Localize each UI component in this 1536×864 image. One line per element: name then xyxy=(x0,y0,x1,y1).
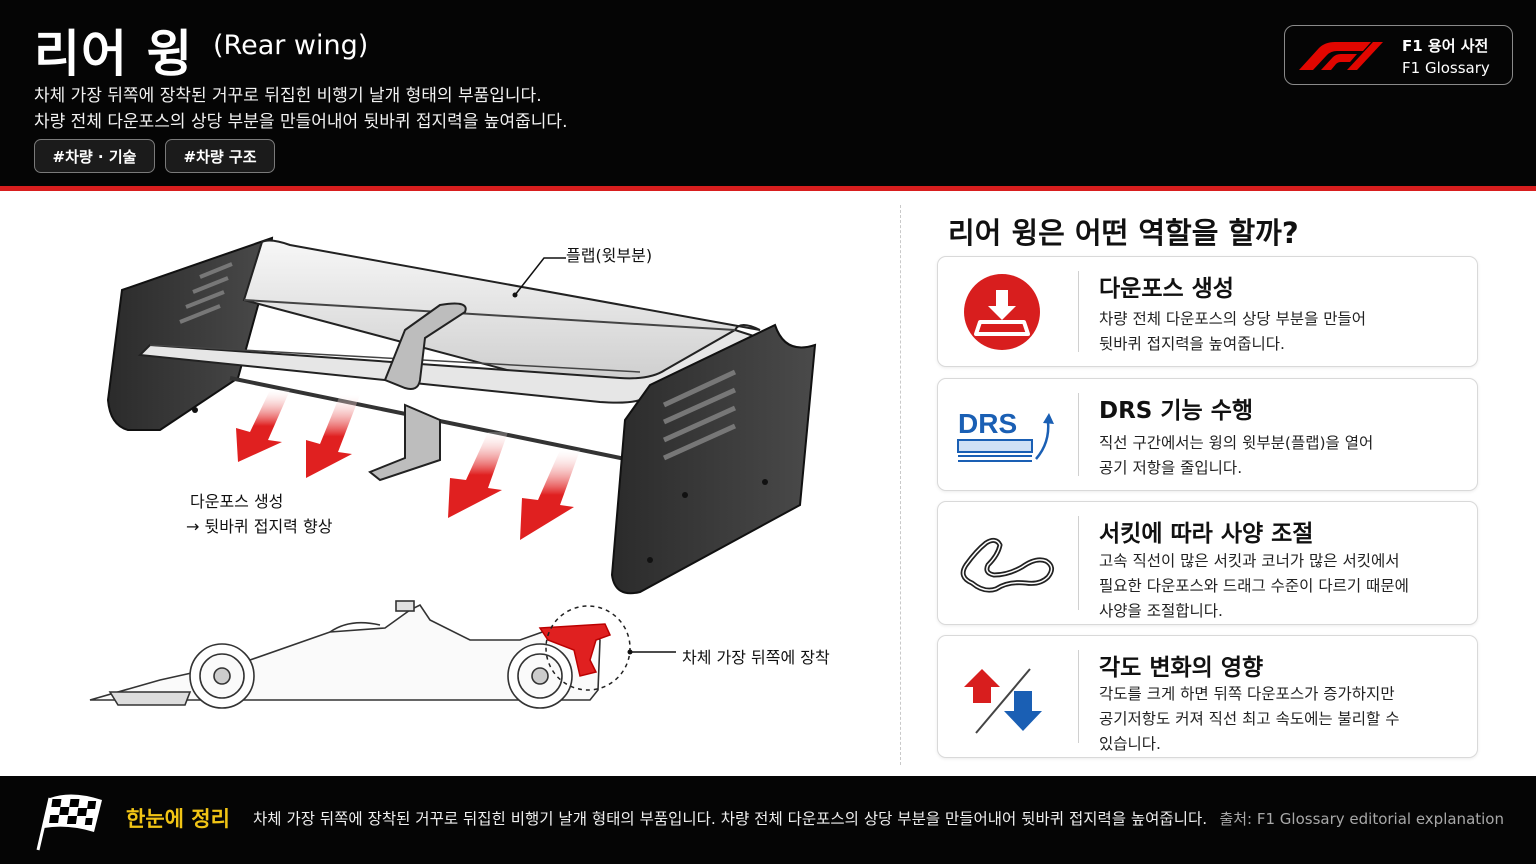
card-text-line: 사양을 조절합니다. xyxy=(1099,602,1223,620)
endplate-bolts xyxy=(192,407,768,563)
card-text-line: 있습니다. xyxy=(1099,735,1161,753)
card-title: DRS 기능 수행 xyxy=(1099,398,1254,424)
description-line-2: 차량 전체 다운포스의 상당 부분을 만들어내어 뒷바퀴 접지력을 높여줍니다. xyxy=(34,112,568,132)
downforce-icon xyxy=(964,273,1040,350)
downforce-arrow-3 xyxy=(448,432,508,518)
role-card-angle-change: 각도 변화의 영향 각도를 크게 하면 뒤쪽 다운포스가 증가하지만 공기저항도… xyxy=(937,635,1478,758)
header-accent-line xyxy=(0,186,1536,191)
flap-leader-line xyxy=(514,257,566,296)
label-mount-position: 차체 가장 뒤쪽에 장착 xyxy=(682,648,830,667)
car-rear-wing-highlight xyxy=(538,623,612,677)
card-text-line: 직선 구간에서는 윙의 윗부분(플랩)을 열어 xyxy=(1099,434,1374,452)
downforce-arrow-1 xyxy=(236,390,290,462)
label-flap: 플랩(윗부분) xyxy=(566,246,653,265)
left-endplate-vents xyxy=(179,262,233,324)
tag-vehicle-structure[interactable]: #차량 구조 xyxy=(165,139,275,173)
f1-car-side-view xyxy=(89,600,601,709)
swan-neck-mount xyxy=(383,302,467,390)
pylon xyxy=(368,403,441,482)
role-card-downforce: 다운포스 생성 차량 전체 다운포스의 상당 부분을 만들어 뒷바퀴 접지력을 … xyxy=(937,256,1478,367)
label-grip-increase: → 뒷바퀴 접지력 향상 xyxy=(186,517,333,536)
circuit-icon xyxy=(960,537,1054,593)
roles-title: 리어 윙은 어떤 역할을 할까? xyxy=(948,216,1299,250)
right-endplate-vents xyxy=(662,369,737,461)
card-text-line: 뒷바퀴 접지력을 높여줍니다. xyxy=(1099,335,1285,353)
checkered-flag-icon xyxy=(36,794,102,851)
role-card-drs: DRS DRS 기능 수행 직선 구간에서는 윙의 윗부분(플랩)을 열어 공기… xyxy=(937,378,1478,491)
highlight-circle xyxy=(545,605,631,691)
downforce-arrow-4 xyxy=(520,450,580,540)
description-line-1: 차체 가장 뒤쪽에 장착된 거꾸로 뒤집힌 비행기 날개 형태의 부품입니다. xyxy=(34,86,542,106)
tag-vehicle-tech[interactable]: #차량 · 기술 xyxy=(34,139,155,173)
drs-icon: DRS xyxy=(957,408,1054,462)
angle-change-icon xyxy=(964,667,1042,734)
drs-icon-text: DRS xyxy=(958,408,1017,439)
f1-logo-icon xyxy=(1299,42,1383,70)
page-title-english: (Rear wing) xyxy=(213,30,369,61)
header-bar: 리어 윙 (Rear wing) 차체 가장 뒤쪽에 장착된 거꾸로 뒤집힌 비… xyxy=(0,0,1536,186)
left-endplate xyxy=(106,236,274,431)
card-text-line: 공기저항도 커져 직선 최고 속도에는 불리할 수 xyxy=(1099,710,1400,728)
card-title: 각도 변화의 영향 xyxy=(1099,655,1264,681)
summary-footer: 한눈에 정리 차체 가장 뒤쪽에 장착된 거꾸로 뒤집힌 비행기 날개 형태의 … xyxy=(0,776,1536,864)
card-text-line: 공기 저항을 줄입니다. xyxy=(1099,459,1243,477)
card-title: 서킷에 따라 사양 조절 xyxy=(1099,521,1314,547)
summary-label: 한눈에 정리 xyxy=(126,807,230,831)
badge-title-korean: F1 용어 사전 xyxy=(1402,37,1489,55)
downforce-arrow-2 xyxy=(306,395,360,478)
card-title: 다운포스 생성 xyxy=(1099,276,1234,302)
role-card-circuit-spec: 서킷에 따라 사양 조절 고속 직선이 많은 서킷과 코너가 많은 서킷에서 필… xyxy=(937,501,1478,625)
card-text-line: 필요한 다운포스와 드래그 수준이 다르기 때문에 xyxy=(1099,577,1409,595)
right-endplate xyxy=(610,323,817,595)
rear-wing-illustration xyxy=(89,236,817,709)
label-downforce: 다운포스 생성 xyxy=(190,492,284,511)
glossary-badge: F1 용어 사전 F1 Glossary xyxy=(1284,25,1513,85)
source-credit: 출처: F1 Glossary editorial explanation xyxy=(1219,810,1504,828)
card-text-line: 차량 전체 다운포스의 상당 부분을 만들어 xyxy=(1099,310,1367,328)
downforce-arrows xyxy=(236,390,580,540)
page-title: 리어 윙 xyxy=(34,25,194,83)
badge-title-english: F1 Glossary xyxy=(1402,59,1490,77)
section-divider xyxy=(900,205,901,765)
card-text-line: 고속 직선이 많은 서킷과 코너가 많은 서킷에서 xyxy=(1099,552,1400,570)
summary-text: 차체 가장 뒤쪽에 장착된 거꾸로 뒤집힌 비행기 날개 형태의 부품입니다. … xyxy=(253,810,1208,828)
card-text-line: 각도를 크게 하면 뒤쪽 다운포스가 증가하지만 xyxy=(1099,685,1395,703)
